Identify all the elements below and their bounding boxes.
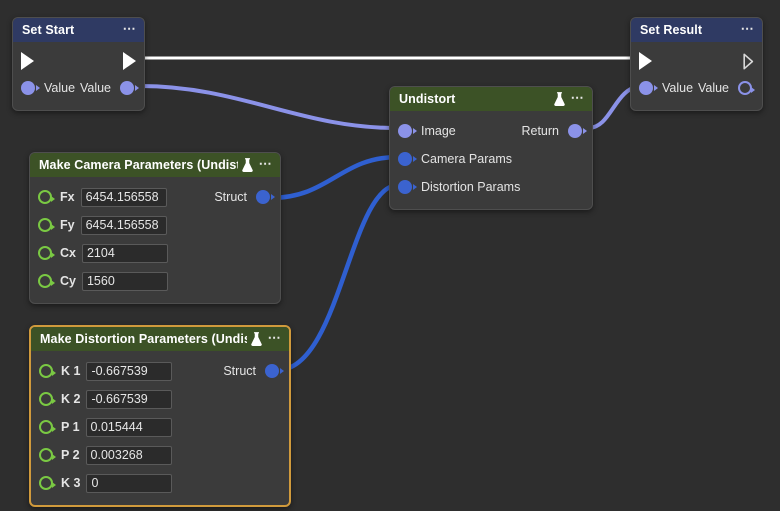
field-input-cx[interactable]: [81, 243, 168, 263]
field-row-k3: K 3: [31, 469, 289, 497]
port-image-in[interactable]: [398, 124, 417, 138]
exec-in-arrow-icon[interactable]: [21, 52, 34, 70]
ellipsis-icon[interactable]: ⋯: [570, 89, 585, 105]
ellipsis-icon[interactable]: ⋯: [740, 20, 755, 36]
node-body-make-camera-parameters: Fx Struct Fy Cx Cy: [30, 177, 280, 303]
value-row: Value Value: [631, 74, 762, 102]
field-row-cy: Cy: [30, 267, 280, 295]
node-undistort[interactable]: Undistort ⋯ Image Return Camera Params: [389, 86, 593, 210]
node-title: Undistort: [399, 92, 456, 106]
node-set-result[interactable]: Set Result ⋯ Value Value: [630, 17, 763, 111]
exec-out-arrow-icon[interactable]: [743, 53, 754, 70]
exec-in-arrow-icon[interactable]: [639, 52, 652, 70]
port-value-in[interactable]: [639, 81, 658, 95]
node-header-make-camera-parameters[interactable]: Make Camera Parameters (Undistort) ⋯: [30, 153, 280, 177]
port-label-struct-out: Struct: [223, 364, 256, 378]
field-label-p1: P 1: [61, 420, 80, 434]
input-row-camera-params: Camera Params: [390, 145, 592, 173]
input-row-image: Image Return: [390, 117, 592, 145]
port-label-value-out: Value: [79, 81, 111, 95]
field-row-fx: Fx Struct: [30, 183, 280, 211]
port-k3-in[interactable]: [39, 476, 56, 490]
field-row-k1: K 1 Struct: [31, 357, 289, 385]
port-cy-in[interactable]: [38, 274, 55, 288]
field-input-k1[interactable]: [86, 361, 173, 381]
value-row: Value Value: [13, 74, 144, 102]
flask-icon: [241, 158, 253, 172]
field-row-k2: K 2: [31, 385, 289, 413]
field-input-p2[interactable]: [85, 445, 172, 465]
port-label-value-in: Value: [662, 81, 694, 95]
port-distortion-params-in[interactable]: [398, 180, 417, 194]
port-p2-in[interactable]: [39, 448, 56, 462]
flask-icon: [553, 92, 565, 106]
port-label-return: Return: [521, 124, 559, 138]
ellipsis-icon[interactable]: ⋯: [122, 20, 137, 36]
exec-row: [631, 48, 762, 74]
port-camera-params-in[interactable]: [398, 152, 417, 166]
port-struct-out[interactable]: [265, 364, 284, 378]
port-label-value-in: Value: [44, 81, 76, 95]
node-body-undistort: Image Return Camera Params Distortion Pa…: [390, 111, 592, 209]
field-label-cy: Cy: [60, 274, 76, 288]
node-header-set-start[interactable]: Set Start ⋯: [13, 18, 144, 42]
port-value-in[interactable]: [21, 81, 40, 95]
field-input-cy[interactable]: [81, 271, 168, 291]
field-row-p1: P 1: [31, 413, 289, 441]
field-label-cx: Cx: [60, 246, 76, 260]
field-label-k1: K 1: [61, 364, 81, 378]
port-fy-in[interactable]: [38, 218, 55, 232]
node-body-set-result: Value Value: [631, 42, 762, 110]
input-row-distortion-params: Distortion Params: [390, 173, 592, 201]
node-body-make-distortion-parameters: K 1 Struct K 2 P 1 P 2: [31, 351, 289, 505]
field-row-cx: Cx: [30, 239, 280, 267]
port-k1-in[interactable]: [39, 364, 56, 378]
field-input-k2[interactable]: [86, 389, 173, 409]
port-value-out[interactable]: [738, 81, 755, 95]
port-label-camera-params: Camera Params: [421, 152, 512, 166]
port-label-distortion-params: Distortion Params: [421, 180, 521, 194]
wire-struct-camera-params: [269, 154, 399, 201]
field-label-p2: P 2: [61, 448, 80, 462]
port-label-image: Image: [421, 124, 456, 138]
node-title: Make Distortion Parameters (Undistort): [40, 332, 247, 346]
node-header-set-result[interactable]: Set Result ⋯: [631, 18, 762, 42]
port-fx-in[interactable]: [38, 190, 55, 204]
field-label-fy: Fy: [60, 218, 75, 232]
node-header-make-distortion-parameters[interactable]: Make Distortion Parameters (Undistort) ⋯: [31, 327, 289, 351]
field-input-fy[interactable]: [80, 215, 167, 235]
node-title: Make Camera Parameters (Undistort): [39, 158, 238, 172]
node-make-distortion-parameters[interactable]: Make Distortion Parameters (Undistort) ⋯…: [29, 325, 291, 507]
field-label-fx: Fx: [60, 190, 75, 204]
node-body-set-start: Value Value: [13, 42, 144, 110]
ellipsis-icon[interactable]: ⋯: [267, 329, 282, 345]
field-row-fy: Fy: [30, 211, 280, 239]
node-header-undistort[interactable]: Undistort ⋯: [390, 87, 592, 111]
port-p1-in[interactable]: [39, 420, 56, 434]
field-input-p1[interactable]: [85, 417, 172, 437]
node-title: Set Result: [640, 23, 703, 37]
node-title: Set Start: [22, 23, 75, 37]
wire-struct-distortion-params: [277, 182, 399, 373]
port-return-out[interactable]: [568, 124, 587, 138]
field-row-p2: P 2: [31, 441, 289, 469]
port-struct-out[interactable]: [256, 190, 275, 204]
port-k2-in[interactable]: [39, 392, 56, 406]
wire-data-start-value-to-image: [139, 84, 397, 130]
field-label-k2: K 2: [61, 392, 81, 406]
field-input-fx[interactable]: [80, 187, 167, 207]
ellipsis-icon[interactable]: ⋯: [258, 155, 273, 171]
exec-row: [13, 48, 144, 74]
node-set-start[interactable]: Set Start ⋯ Value Value: [12, 17, 145, 111]
port-label-struct-out: Struct: [214, 190, 247, 204]
field-input-k3[interactable]: [86, 473, 173, 493]
node-make-camera-parameters[interactable]: Make Camera Parameters (Undistort) ⋯ Fx …: [29, 152, 281, 304]
flask-icon: [250, 332, 262, 346]
port-cx-in[interactable]: [38, 246, 55, 260]
field-label-k3: K 3: [61, 476, 81, 490]
port-label-value-out: Value: [697, 81, 729, 95]
port-value-out[interactable]: [120, 81, 139, 95]
exec-out-arrow-icon[interactable]: [123, 52, 136, 70]
